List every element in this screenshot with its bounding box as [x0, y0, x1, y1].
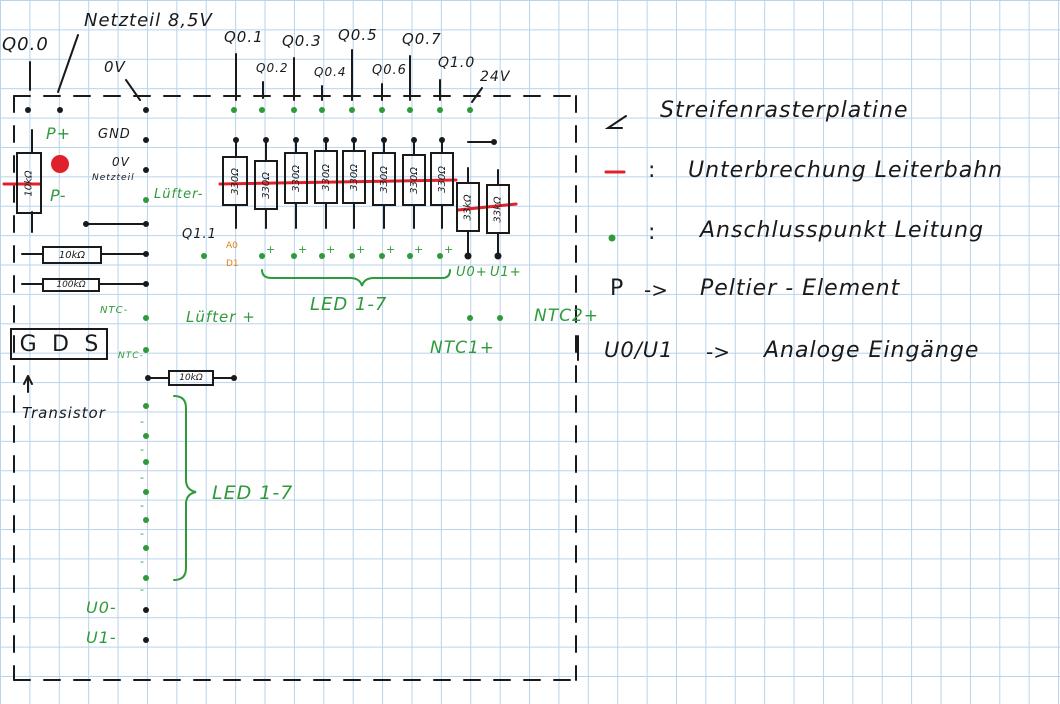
led-resistor-2: 330Ω [254, 160, 278, 210]
resistor-value: 10kΩ [179, 373, 203, 383]
minus-led-2: - [140, 443, 144, 456]
label-q05: Q0.5 [338, 26, 378, 44]
label-u1-minus: U1- [86, 628, 117, 647]
top-pin-leads [29, 34, 483, 103]
legend-u-text: Analoge Eingänge [764, 338, 980, 363]
plus-led-1: + [266, 243, 276, 256]
label-q04: Q0.4 [314, 65, 347, 79]
legend-break-colon: : [648, 158, 656, 183]
resistor-value: 330Ω [229, 167, 241, 195]
gate-pin: G [19, 331, 37, 357]
plus-led-4: + [356, 243, 366, 256]
legend-u-key: U0/U1 [604, 338, 674, 362]
label-led-side: LED 1-7 [212, 482, 294, 504]
label-q11: Q1.1 [182, 227, 217, 242]
label-netzteil: Netzteil 8,5V [84, 10, 213, 31]
label-u0-plus: U0+ [456, 265, 488, 280]
label-u0-minus: U0- [86, 598, 117, 617]
source-pin: S [84, 331, 99, 357]
label-luefter-minus: Lüfter- [154, 187, 204, 202]
resistor-value: 330Ω [408, 166, 420, 194]
legend-point: Anschlusspunkt Leitung [700, 218, 985, 243]
led-resistor-8: 330Ω [430, 152, 454, 206]
minus-led-1: - [140, 415, 144, 428]
label-led-top: LED 1-7 [310, 294, 388, 315]
minus-led-5: - [140, 527, 144, 540]
label-ntc1-plus: NTC1+ [430, 338, 496, 358]
led-resistor-5: 330Ω [342, 150, 366, 204]
label-luefter-plus: Lüfter + [186, 308, 256, 326]
legend-break: Unterbrechung Leiterbahn [688, 158, 1004, 183]
label-q02: Q0.2 [256, 61, 289, 75]
led-resistor-1: 330Ω [222, 156, 248, 206]
plus-led-5: + [386, 243, 396, 256]
label-p-plus: P+ [46, 124, 72, 143]
resistor-value: 33kΩ [492, 195, 504, 223]
resistor-value: 330Ω [290, 164, 302, 192]
label-d1: D1 [226, 259, 239, 269]
label-p-minus: P- [50, 186, 67, 205]
black-dots [25, 107, 502, 643]
legend-u-arrow: -> [706, 340, 730, 364]
resistor-value: 330Ω [378, 165, 390, 193]
resistor-value: 100kΩ [56, 280, 86, 290]
drain-pin: D [52, 331, 69, 357]
peltier-resistor: 10kΩ [16, 152, 42, 214]
label-24v: 24V [480, 69, 511, 85]
transistor-gds: G D S [10, 328, 108, 360]
label-gnd: GND [98, 127, 131, 142]
green-dots [143, 107, 616, 581]
label-transistor: Transistor [22, 404, 106, 422]
led-resistor-7: 330Ω [402, 154, 426, 206]
led-resistor-4: 330Ω [314, 150, 338, 204]
minus-led-4: - [140, 499, 144, 512]
resistor-100k-left: 100kΩ [42, 278, 100, 292]
legend-p-text: Peltier - Element [700, 276, 901, 301]
label-netzteil-small: Netzteil [92, 173, 135, 183]
resistor-value: 33kΩ [462, 193, 474, 221]
u1-resistor: 33kΩ [486, 184, 510, 234]
label-0v-netzteil: 0V [112, 155, 130, 169]
legend-point-colon: : [648, 220, 656, 245]
resistor-value: 330Ω [320, 163, 332, 191]
label-q00: Q0.0 [2, 34, 49, 55]
resistor-value: 10kΩ [58, 249, 86, 261]
minus-led-7: - [140, 583, 144, 596]
label-ntc-minus-1: NTC- [100, 305, 129, 316]
led-resistor-6: 330Ω [372, 152, 396, 206]
label-ntc-minus-2: NTC- [118, 351, 144, 361]
label-q01: Q0.1 [224, 28, 264, 46]
plus-led-6: + [414, 243, 424, 256]
legend-board: Streifenrasterplatine [660, 98, 909, 123]
resistor-value: 330Ω [260, 171, 272, 199]
resistor-10k-left: 10kΩ [42, 246, 102, 264]
plus-led-3: + [326, 243, 336, 256]
plus-led-7: + [444, 243, 454, 256]
label-u1-plus: U1+ [490, 265, 522, 280]
label-q07: Q0.7 [402, 30, 442, 48]
resistor-value: 330Ω [348, 163, 360, 191]
led-resistor-3: 330Ω [284, 152, 308, 204]
u0-resistor: 33kΩ [456, 182, 480, 232]
minus-led-6: - [140, 555, 144, 568]
legend-p-key: P [610, 276, 624, 301]
label-ntc2-plus: NTC2+ [534, 306, 600, 326]
label-q10: Q1.0 [438, 55, 476, 71]
resistor-value: 10kΩ [23, 169, 35, 197]
plus-led-2: + [298, 243, 308, 256]
resistor-value: 330Ω [436, 165, 448, 193]
legend-marks [577, 115, 627, 361]
label-q06: Q0.6 [372, 63, 407, 78]
legend-p-arrow: -> [644, 278, 668, 302]
label-q03: Q0.3 [282, 32, 322, 50]
resistor-ntc: 10kΩ [168, 370, 214, 386]
label-0v-top: 0V [104, 58, 126, 76]
label-a0: A0 [226, 241, 238, 251]
minus-led-3: - [140, 471, 144, 484]
